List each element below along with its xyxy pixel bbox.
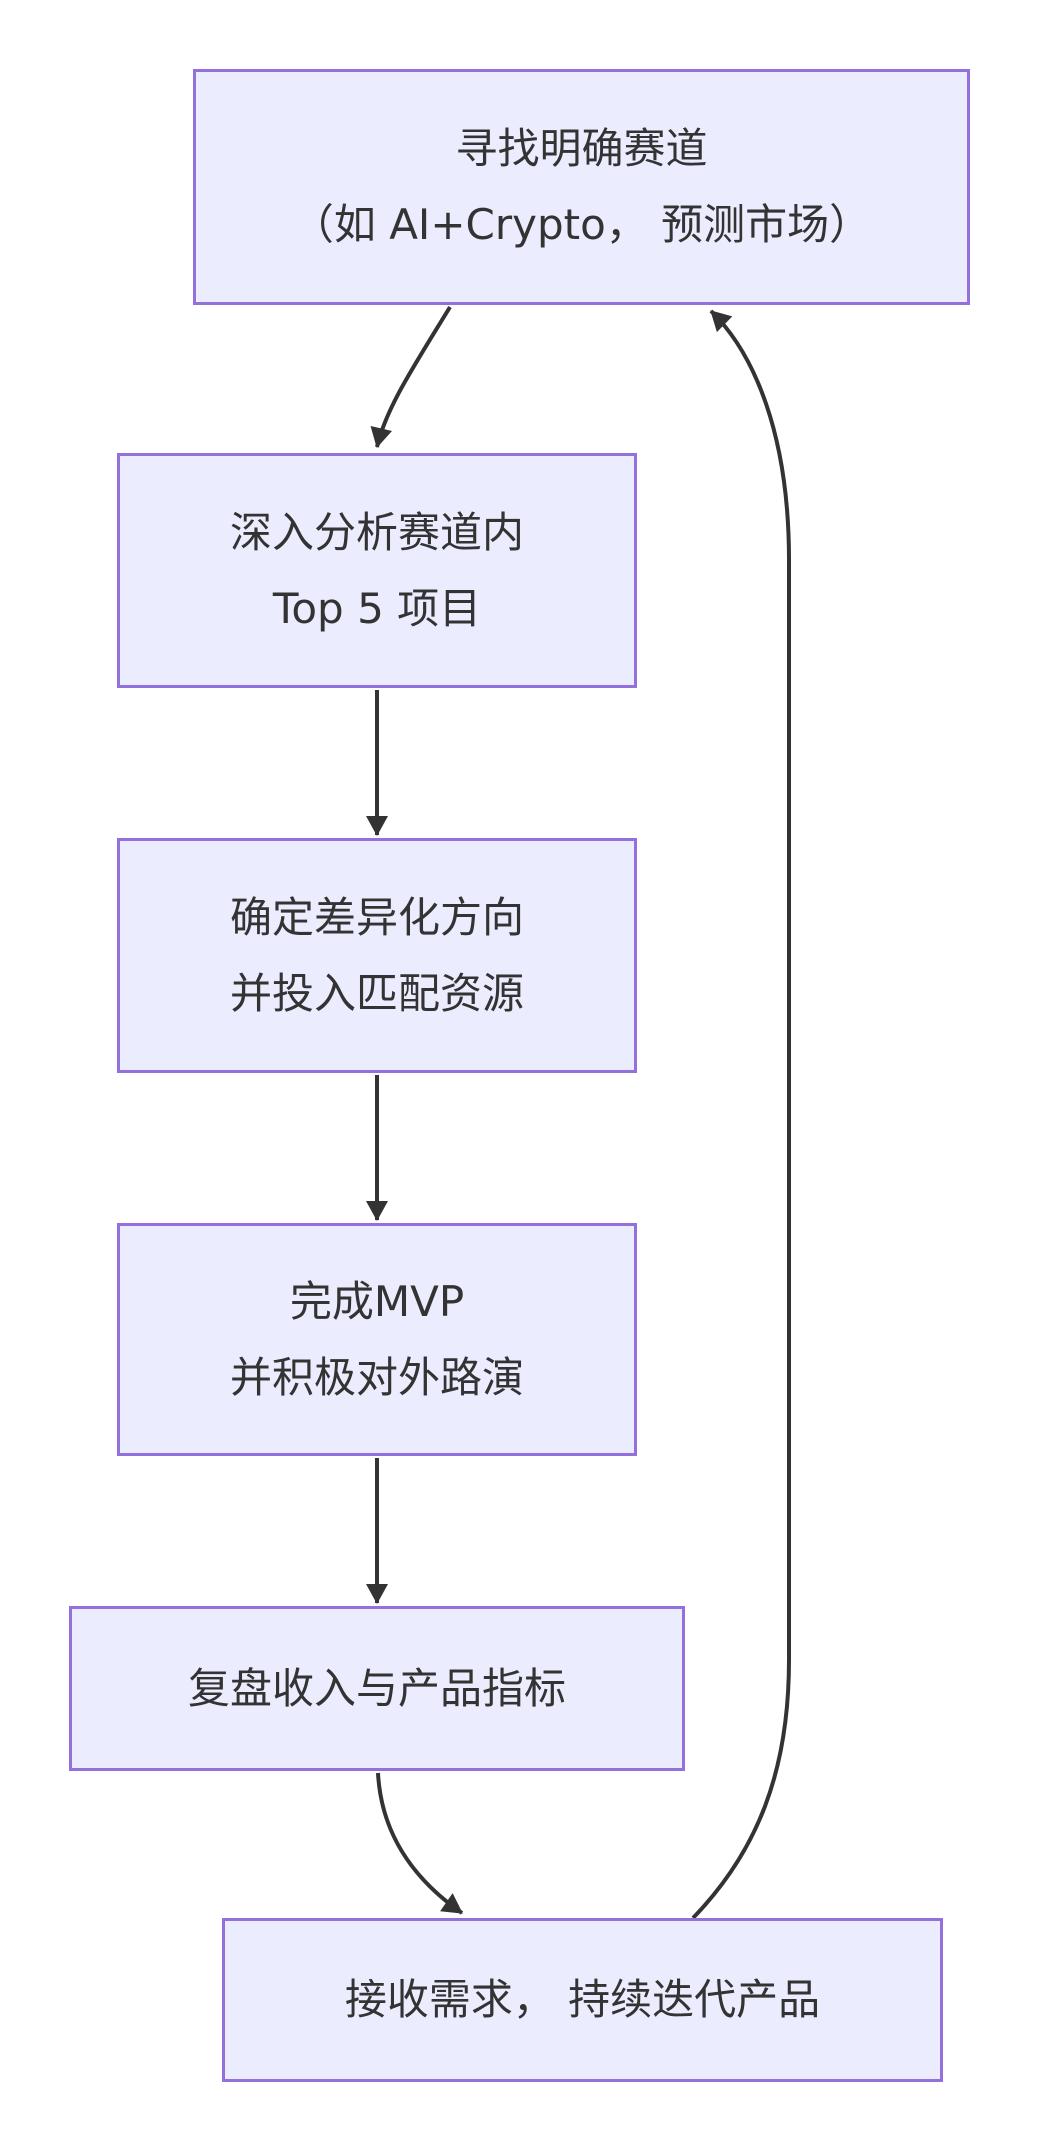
node-line: 深入分析赛道内 (229, 507, 524, 557)
edge-iterate-product-to-find-track (691, 309, 791, 1920)
node-line: 复盘收入与产品指标 (187, 1663, 566, 1713)
flow-node-mvp-roadshow: 完成MVP 并积极对外路演 (117, 1223, 637, 1456)
edge-find-track-to-analyze-top5 (370, 305, 452, 448)
flow-node-analyze-top5: 深入分析赛道内 Top 5 项目 (117, 453, 637, 688)
flow-node-differentiation: 确定差异化方向 并投入匹配资源 (117, 838, 637, 1073)
node-line: 并投入匹配资源 (229, 968, 524, 1018)
edge-review-metrics-to-iterate-product (376, 1772, 464, 1915)
node-line: （如 AI+Crypto， 预测市场） (291, 200, 872, 249)
node-line: Top 5 项目 (272, 583, 482, 633)
flow-node-review-metrics: 复盘收入与产品指标 (69, 1606, 685, 1771)
flow-node-iterate-product: 接收需求， 持续迭代产品 (222, 1918, 943, 2082)
node-line: 接收需求， 持续迭代产品 (344, 1975, 821, 2024)
node-line: 寻找明确赛道 (455, 124, 708, 173)
node-line: 确定差异化方向 (229, 892, 524, 942)
flow-node-find-track: 寻找明确赛道 （如 AI+Crypto， 预测市场） (193, 69, 970, 305)
node-line: 完成MVP (289, 1276, 465, 1326)
node-line: 并积极对外路演 (229, 1352, 524, 1402)
